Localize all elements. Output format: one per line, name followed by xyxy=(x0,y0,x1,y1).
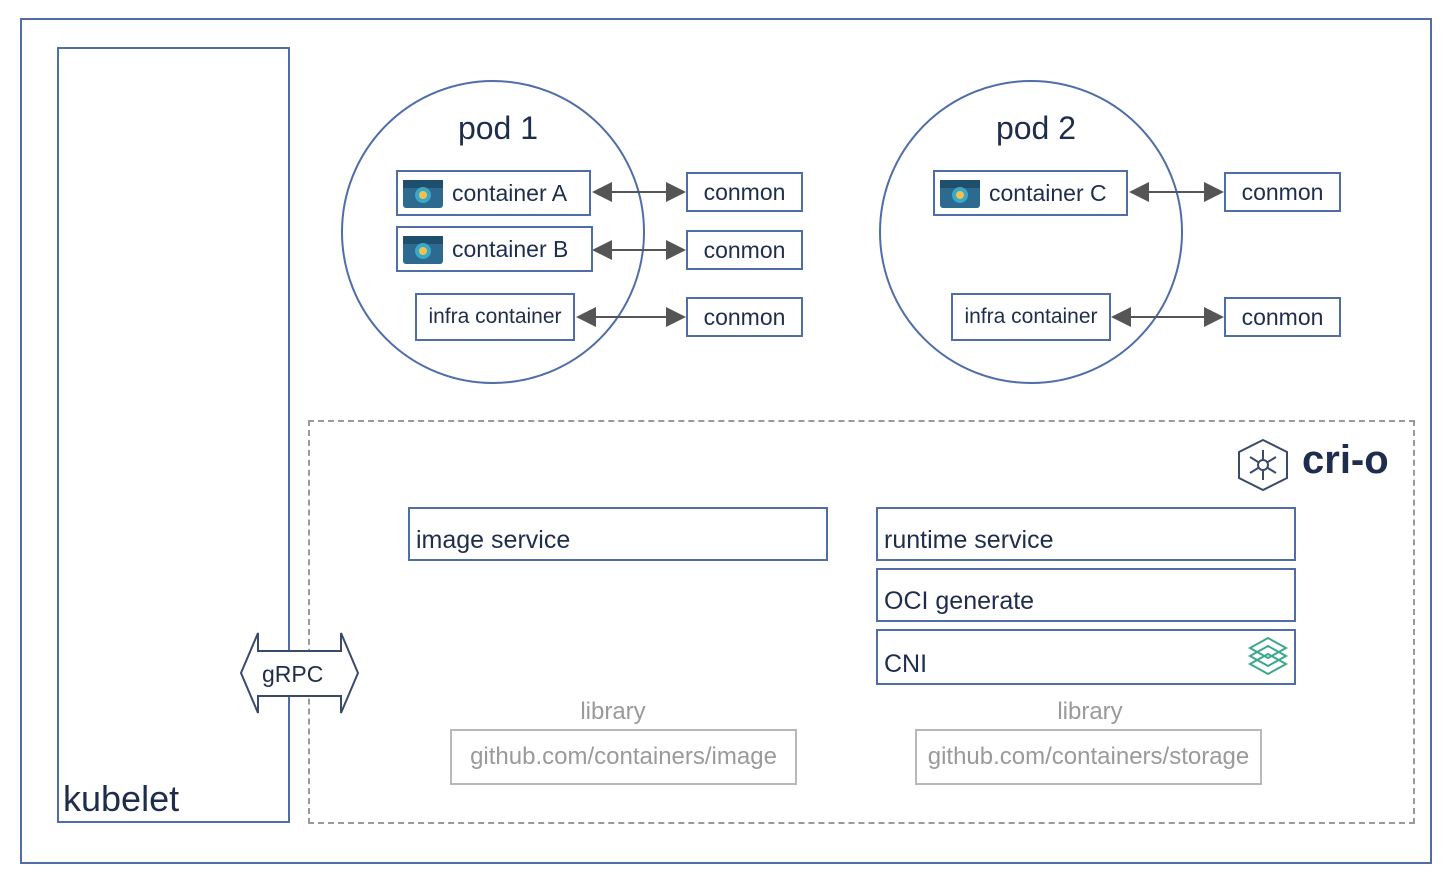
infra-container-2: infra container xyxy=(951,293,1111,341)
container-a-label: container A xyxy=(452,179,568,206)
library-storage-box: github.com/containers/storage xyxy=(915,729,1262,785)
infra-container-1: infra container xyxy=(415,293,575,341)
pod-2-circle xyxy=(879,80,1183,384)
crio-logo-text: cri-o xyxy=(1302,438,1389,482)
conmon-infra-1: conmon xyxy=(686,297,803,337)
diagram-frame xyxy=(20,18,1432,864)
conmon-b: conmon xyxy=(686,230,803,270)
container-c-label: container C xyxy=(989,179,1107,206)
container-icon xyxy=(939,176,981,210)
runtime-service: runtime service xyxy=(876,507,1296,561)
conmon-infra-2: conmon xyxy=(1224,297,1341,337)
container-a: container A xyxy=(396,170,591,216)
pod-1-circle xyxy=(341,80,645,384)
pod-2-title: pod 2 xyxy=(995,110,1077,146)
container-b: container B xyxy=(396,226,593,272)
library-title-image: library xyxy=(580,698,646,725)
container-icon xyxy=(402,232,444,266)
library-title-storage: library xyxy=(1057,698,1123,725)
conmon-a: conmon xyxy=(686,172,803,212)
grpc-arrow-icon xyxy=(239,632,360,714)
crio-logo-icon xyxy=(1234,438,1292,492)
cni-label: CNI xyxy=(884,650,928,678)
crio-boundary xyxy=(308,420,1415,824)
kubelet-label: kubelet xyxy=(63,778,180,819)
grpc-label: gRPC xyxy=(262,661,324,687)
conmon-c: conmon xyxy=(1224,172,1341,212)
pod-1-title: pod 1 xyxy=(457,110,539,146)
library-image-box: github.com/containers/image xyxy=(450,729,797,785)
container-icon xyxy=(402,176,444,210)
image-service: image service xyxy=(408,507,828,561)
oci-generate: OCI generate xyxy=(876,568,1296,622)
cni-box: CNI xyxy=(876,629,1296,685)
container-c: container C xyxy=(933,170,1128,216)
cni-logo-icon xyxy=(1246,634,1290,678)
container-b-label: container B xyxy=(452,235,569,262)
